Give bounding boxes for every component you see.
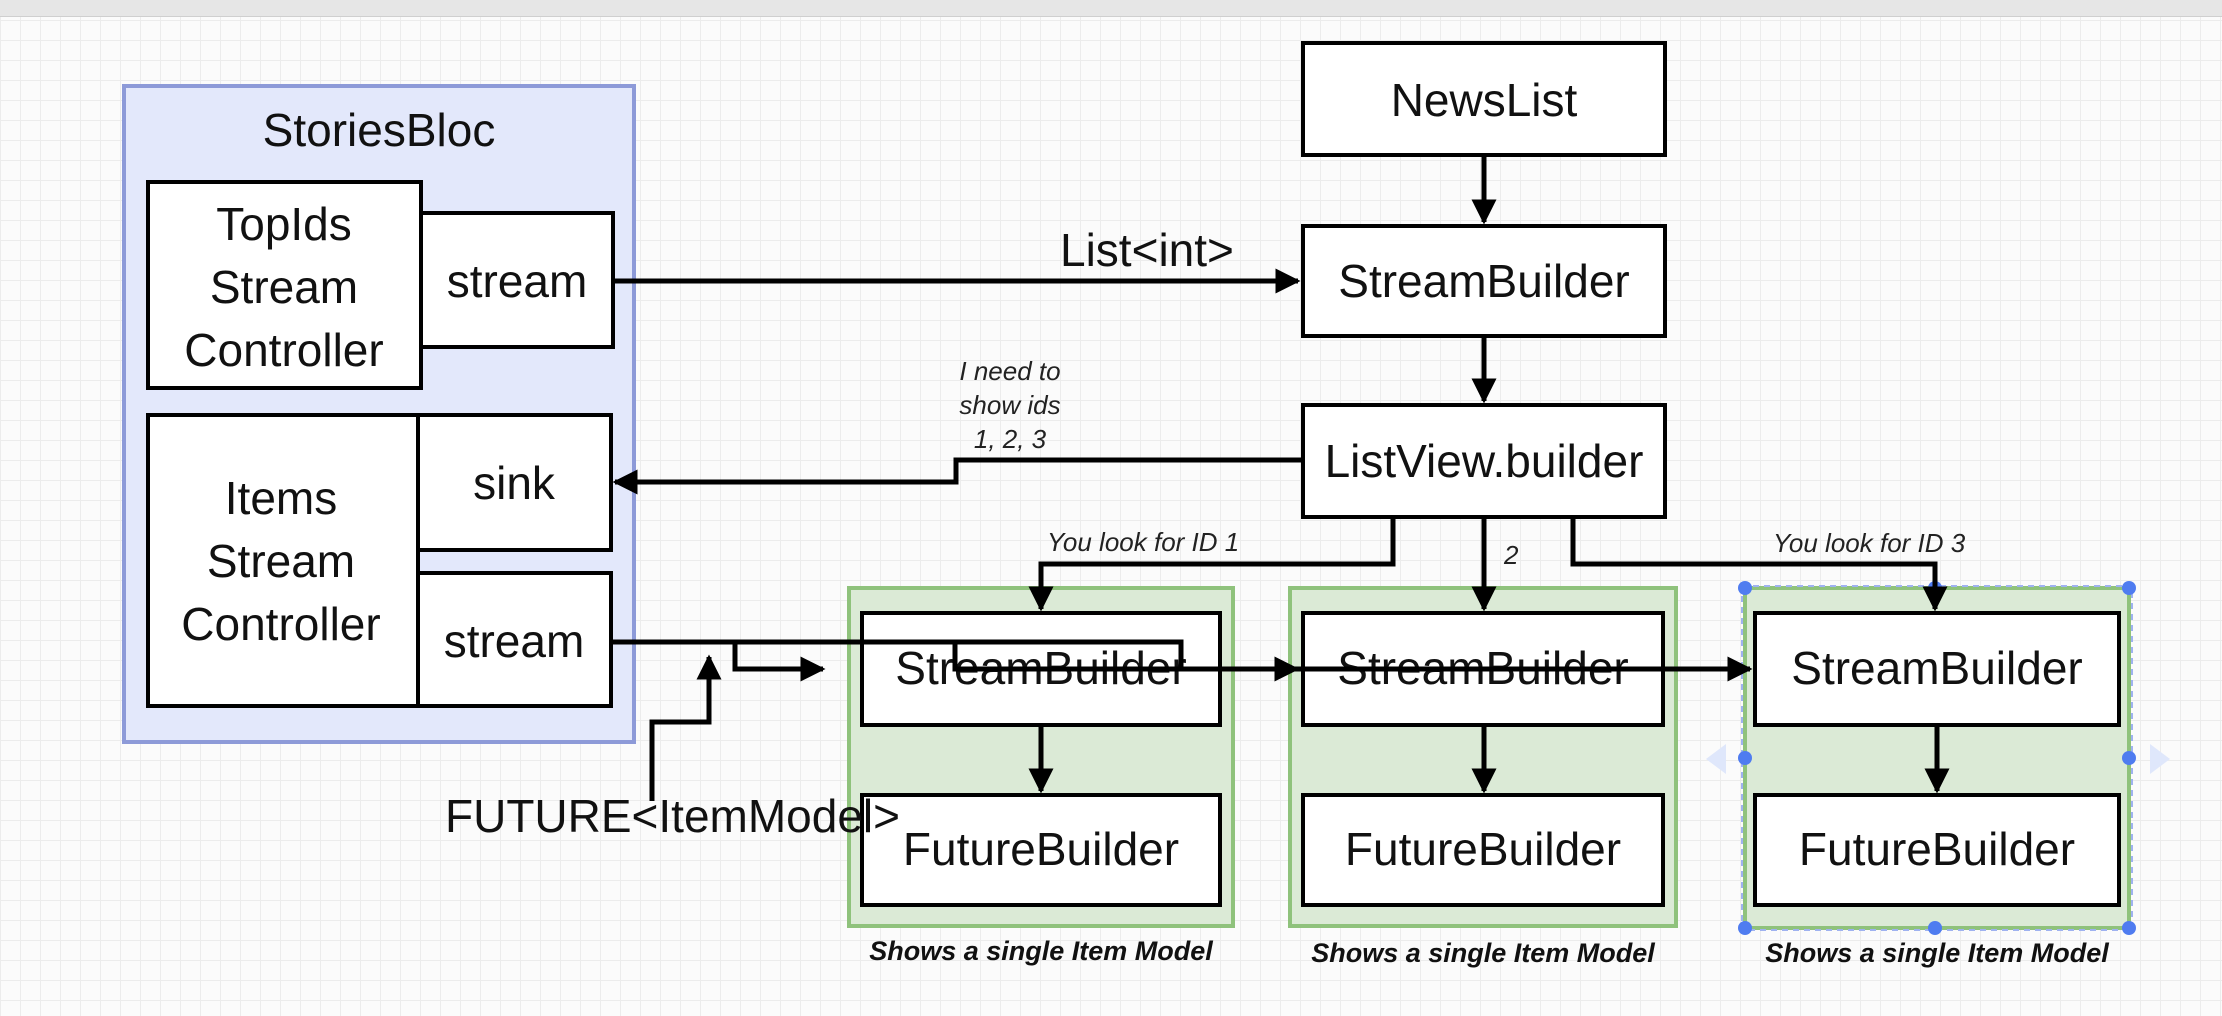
items-controller-label-3: Controller <box>181 598 380 650</box>
items-stream-box[interactable] <box>416 571 613 708</box>
top-ids-stream-box[interactable] <box>419 211 615 349</box>
label-need-ids-3: 1, 2, 3 <box>974 424 1047 454</box>
resize-handle[interactable] <box>2122 921 2136 935</box>
item-group-3-future-builder-label: FutureBuilder <box>1799 823 2075 875</box>
items-sink-box[interactable] <box>416 413 613 552</box>
resize-handle[interactable] <box>1738 921 1752 935</box>
resize-handle[interactable] <box>1928 921 1942 935</box>
item-group-1-caption: Shows a single Item Model <box>869 936 1213 966</box>
resize-handle[interactable] <box>2122 751 2136 765</box>
label-list-int: List<int> <box>1060 224 1234 276</box>
editor-toolbar <box>0 0 2222 17</box>
news-list-label: NewsList <box>1391 74 1578 126</box>
arrow-listview-to-group-1 <box>1028 517 1396 612</box>
label-look-id-3: You look for ID 3 <box>1773 528 1966 558</box>
label-future-item-model: FUTURE<ItemModel> <box>445 790 900 842</box>
item-group-3-caption: Shows a single Item Model <box>1765 938 2109 968</box>
label-look-id-2: 2 <box>1503 540 1519 570</box>
arrow-items-stream-to-group-3 <box>611 639 1753 682</box>
item-group-2-future-builder-label: FutureBuilder <box>1345 823 1621 875</box>
top-ids-controller-label-1: TopIds <box>216 198 352 250</box>
item-group-3-stream-builder-label: StreamBuilder <box>1791 642 2082 694</box>
stream-builder-top-box[interactable] <box>1301 224 1667 338</box>
item-group-1-future-builder-label: FutureBuilder <box>903 823 1179 875</box>
connectors <box>611 155 1950 801</box>
items-stream-label: stream <box>444 615 585 667</box>
resize-handle[interactable] <box>1738 581 1752 595</box>
label-need-ids-2: show ids <box>959 390 1060 420</box>
items-sink-label: sink <box>473 457 556 509</box>
arrow-listview-to-sink <box>612 457 1303 495</box>
resize-handle[interactable] <box>1738 751 1752 765</box>
top-ids-stream-label: stream <box>447 255 588 307</box>
label-need-ids-1: I need to <box>959 356 1060 386</box>
stories-bloc-title: StoriesBloc <box>263 104 496 156</box>
top-ids-controller-label-3: Controller <box>184 324 383 376</box>
items-controller-box[interactable] <box>146 413 420 708</box>
stream-builder-top-label: StreamBuilder <box>1338 255 1629 307</box>
top-ids-controller-box[interactable] <box>146 180 423 390</box>
item-group-2-future-builder-box[interactable] <box>1301 793 1665 907</box>
arrow-listview-to-group-3 <box>1570 517 1948 612</box>
clone-right-arrow-icon[interactable] <box>2150 744 2170 774</box>
top-ids-controller-label-2: Stream <box>210 261 358 313</box>
item-group-3-stream-builder-box[interactable] <box>1753 611 2121 727</box>
item-group-1-future-builder-box[interactable] <box>860 793 1222 907</box>
item-group-2-caption: Shows a single Item Model <box>1311 938 1655 968</box>
arrow-future-item-model <box>649 654 722 801</box>
resize-handle[interactable] <box>2122 581 2136 595</box>
items-controller-label-1: Items <box>225 472 337 524</box>
clone-left-arrow-icon[interactable] <box>1706 744 1726 774</box>
items-controller-label-2: Stream <box>207 535 355 587</box>
item-group-3-future-builder-box[interactable] <box>1753 793 2121 907</box>
label-look-id-1: You look for ID 1 <box>1047 527 1239 557</box>
arrow-items-stream-to-group-1 <box>611 639 826 682</box>
list-view-builder-label: ListView.builder <box>1325 435 1644 487</box>
